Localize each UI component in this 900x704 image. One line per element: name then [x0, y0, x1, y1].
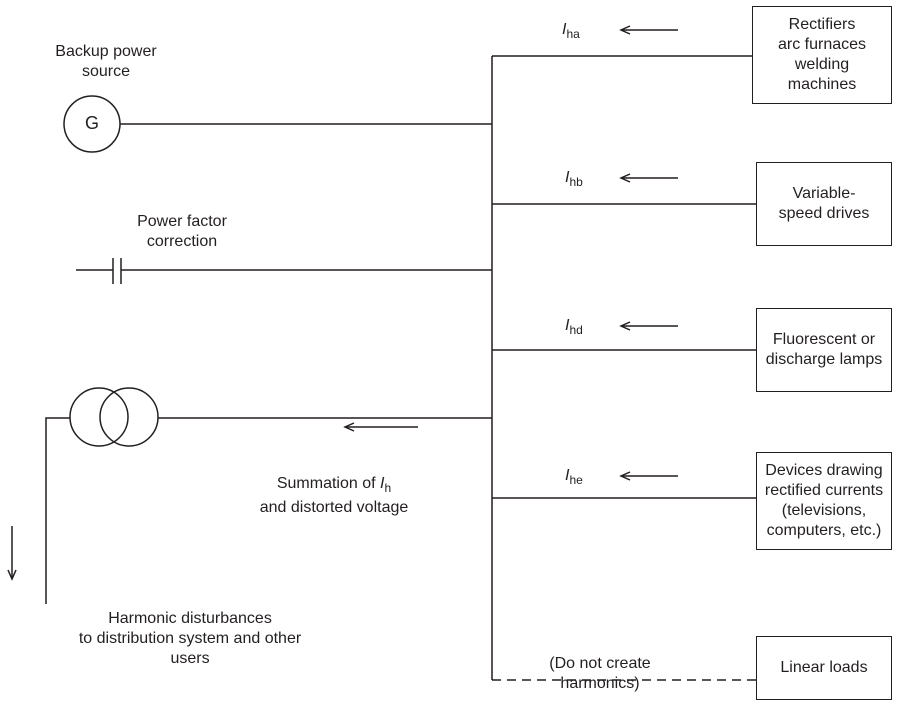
linear-loads-note: (Do not create harmonics) [549, 655, 651, 692]
arrow-harmonic [7, 526, 17, 581]
load-box-lamps: Fluorescent or discharge lamps [756, 308, 892, 392]
load-box-linear: Linear loads [756, 636, 892, 700]
summation-var: I [380, 475, 385, 492]
load-label-devices: Devices drawing rectified currents (tele… [764, 462, 884, 539]
transformer-coil-right [99, 387, 159, 447]
generator-letter: G [84, 113, 99, 133]
power-factor-label: Power factor correction [137, 213, 227, 250]
summation-prefix: Summation of [276, 475, 380, 492]
load-box-rectifiers: Rectifiers arc furnaces welding machines [752, 6, 892, 104]
load-label-drives: Variable- speed drives [778, 185, 870, 222]
harmonic-disturbances-label: Harmonic disturbances to distribution sy… [78, 610, 302, 667]
arrow-iha [619, 25, 678, 35]
arrow-ihe [619, 471, 678, 481]
current-label-ihb: Ihb [565, 169, 583, 189]
summation-sub: h [384, 481, 392, 495]
summation-line2: and distorted voltage [259, 499, 409, 516]
summation-label: Summation of Ih and distorted voltage [224, 474, 444, 518]
transformer-coil-left [69, 387, 129, 447]
current-label-ihd: Ihd [565, 317, 583, 337]
load-label-linear: Linear loads [780, 659, 868, 676]
backup-power-label: Backup power source [55, 43, 157, 80]
load-box-drives: Variable- speed drives [756, 162, 892, 246]
transformer-ground-lead [45, 417, 70, 604]
arrow-ihb [619, 173, 678, 183]
load-label-lamps: Fluorescent or discharge lamps [765, 331, 883, 368]
load-box-devices: Devices drawing rectified currents (tele… [756, 452, 892, 550]
current-label-iha: Iha [562, 21, 580, 41]
arrow-summation [343, 422, 418, 432]
current-label-ihe: Ihe [565, 467, 583, 487]
load-label-rectifiers: Rectifiers arc furnaces welding machines [777, 16, 867, 93]
arrow-ihd [619, 321, 678, 331]
